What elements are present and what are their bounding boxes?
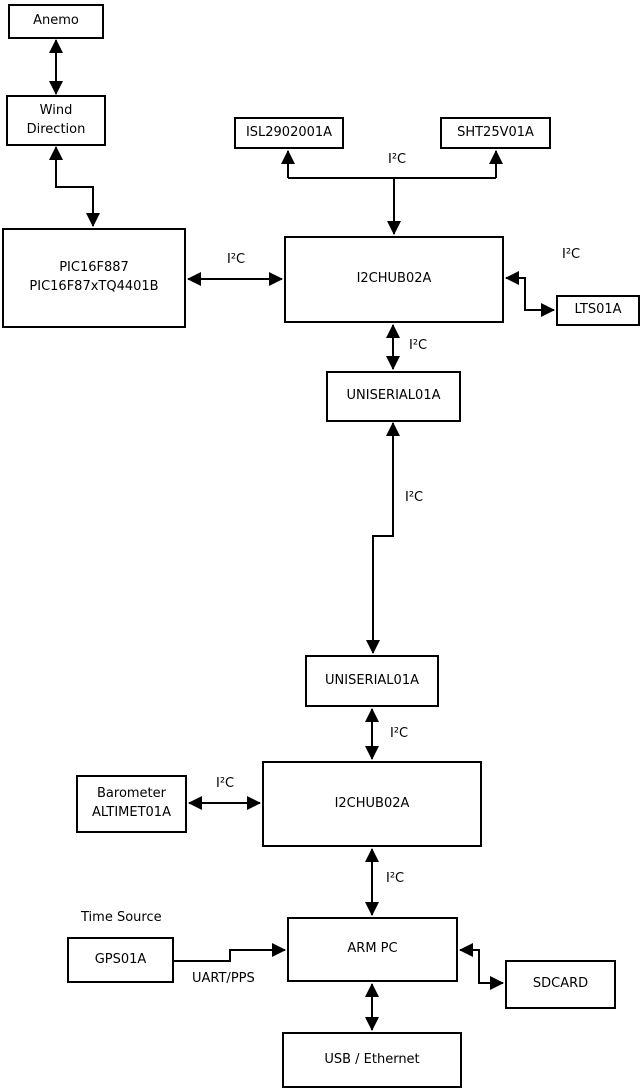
node-pic16f887: PIC16F887 PIC16F87xTQ4401B: [2, 228, 186, 328]
node-lts01a-label: LTS01A: [574, 302, 622, 318]
node-uniserial01a-bottom-label: UNISERIAL01A: [325, 672, 419, 688]
edge-label-i2c-pic-hub: I²C: [227, 252, 246, 267]
node-lts01a: LTS01A: [556, 295, 640, 326]
node-barometer-altimet01a: Barometer ALTIMET01A: [76, 775, 187, 833]
node-usb-ethernet-label: USB / Ethernet: [324, 1051, 420, 1067]
edge-label-i2c-uniserial2-hub2: I²C: [390, 726, 409, 741]
edge-label-i2c-lts: I²C: [562, 247, 581, 262]
node-arm-pc-label: ARM PC: [347, 941, 398, 957]
node-anemo-label: Anemo: [33, 13, 79, 29]
edge-label-i2c-barometer-hub2: I²C: [216, 776, 235, 791]
node-uniserial01a-bottom: UNISERIAL01A: [305, 655, 439, 707]
node-pic16f887-label: PIC16F887 PIC16F87xTQ4401B: [29, 260, 159, 294]
edge-label-uart-pps: UART/PPS: [192, 971, 255, 986]
node-uniserial01a-top-label: UNISERIAL01A: [346, 388, 441, 404]
edge-wind-pic: [49, 146, 100, 227]
node-arm-pc: ARM PC: [287, 917, 458, 982]
edge-uniserial1-uniserial2: [366, 422, 400, 654]
node-sht25v01a: SHT25V01A: [440, 117, 551, 149]
node-wind-direction-label: Wind Direction: [26, 102, 86, 137]
node-i2chub02a-top: I2CHUB02A: [284, 236, 504, 323]
node-i2chub02a-bottom: I2CHUB02A: [262, 761, 482, 847]
edge-i2chub1-lts: [505, 271, 555, 317]
node-sdcard-label: SDCARD: [532, 976, 589, 992]
node-sdcard: SDCARD: [505, 960, 616, 1009]
node-i2chub02a-top-label: I2CHUB02A: [356, 271, 432, 287]
node-sht25v01a-label: SHT25V01A: [457, 124, 534, 140]
edge-armpc-sdcard: [459, 943, 504, 990]
node-uniserial01a-top: UNISERIAL01A: [326, 371, 461, 422]
node-gps01a: GPS01A: [67, 937, 174, 983]
node-isl2902001a-label: ISL2902001A: [245, 124, 333, 140]
edge-label-i2c-hub2-armpc: I²C: [386, 871, 405, 886]
label-time-source: Time Source: [81, 910, 162, 925]
node-usb-ethernet: USB / Ethernet: [282, 1032, 462, 1088]
node-isl2902001a: ISL2902001A: [234, 117, 344, 149]
edge-label-i2c-top-bus: I²C: [388, 152, 407, 167]
node-gps01a-label: GPS01A: [94, 951, 147, 967]
edge-gps-armpc: [174, 943, 286, 962]
node-wind-direction: Wind Direction: [6, 95, 106, 146]
edge-label-i2c-hub1-uniserial1: I²C: [409, 338, 428, 353]
edge-label-i2c-long-link: I²C: [405, 490, 424, 505]
node-barometer-altimet01a-label: Barometer ALTIMET01A: [92, 786, 171, 820]
node-i2chub02a-bottom-label: I2CHUB02A: [334, 795, 410, 811]
node-anemo: Anemo: [8, 4, 104, 39]
